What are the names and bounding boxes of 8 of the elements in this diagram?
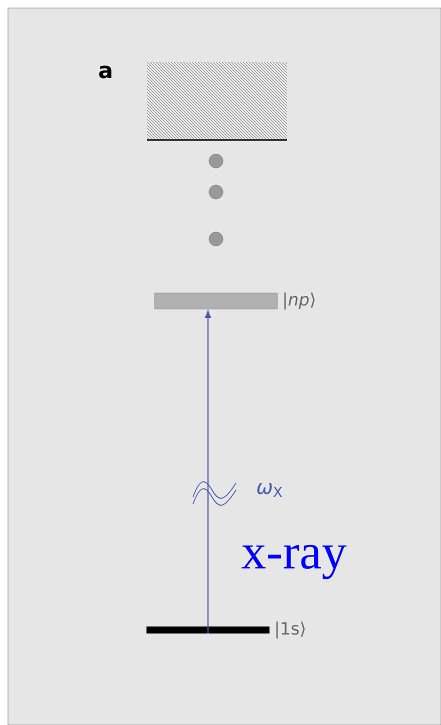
energy-level-bar (154, 292, 278, 310)
annotation-text: x-ray (242, 544, 346, 580)
energy-level-bar (146, 626, 270, 634)
arrow (204, 310, 212, 634)
edge-label: ω$_{X}$ (257, 482, 282, 498)
state-label: |np⟩ (284, 292, 315, 310)
state-label: |1s⟩ (276, 622, 305, 638)
panel-letter: a (99, 66, 112, 78)
